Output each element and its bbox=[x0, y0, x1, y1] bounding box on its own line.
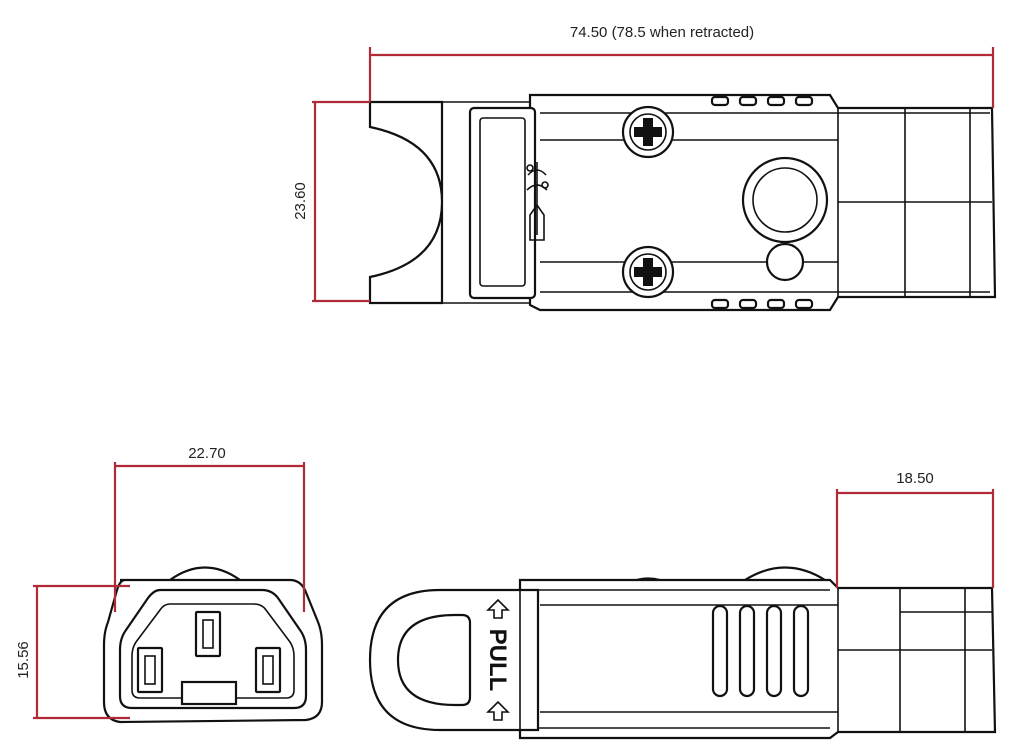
top-view bbox=[368, 93, 997, 312]
dim-face-height bbox=[33, 584, 130, 720]
bottom-key bbox=[180, 680, 238, 706]
top-grip-slots-upper bbox=[710, 95, 814, 107]
usb-symbol-icon bbox=[526, 162, 549, 241]
side-bump-right bbox=[744, 566, 826, 581]
top-cable-clip bbox=[368, 100, 444, 305]
earth-contact bbox=[194, 610, 222, 658]
neutral-contact bbox=[254, 646, 282, 694]
face-width-label: 22.70 bbox=[188, 445, 226, 462]
dim-top-height bbox=[312, 100, 370, 303]
screw-icon bbox=[621, 105, 675, 159]
side-view: PULL bbox=[368, 566, 997, 740]
front-latch-bump bbox=[169, 566, 241, 581]
pull-tab-hole bbox=[396, 613, 472, 707]
side-grip-slots bbox=[711, 604, 810, 698]
top-height-label: 23.60 bbox=[292, 182, 309, 220]
arrow-up-icon bbox=[486, 598, 510, 619]
arrow-up-icon bbox=[486, 700, 510, 721]
overall-length-label: 74.50 (78.5 when retracted) bbox=[570, 24, 754, 41]
top-small-circle bbox=[765, 242, 805, 282]
top-grip-slots-lower bbox=[710, 298, 814, 310]
face-height-label: 15.56 bbox=[15, 641, 32, 679]
pull-label: PULL bbox=[484, 629, 511, 692]
live-contact bbox=[136, 646, 164, 694]
front-face-view bbox=[102, 566, 324, 724]
top-collar bbox=[468, 106, 537, 300]
side-housing bbox=[518, 578, 997, 740]
dim-side-length bbox=[835, 489, 995, 588]
dim-overall-length bbox=[368, 47, 995, 108]
screw-icon bbox=[621, 245, 675, 299]
side-length-label: 18.50 bbox=[896, 470, 934, 487]
top-round-window bbox=[741, 156, 829, 244]
